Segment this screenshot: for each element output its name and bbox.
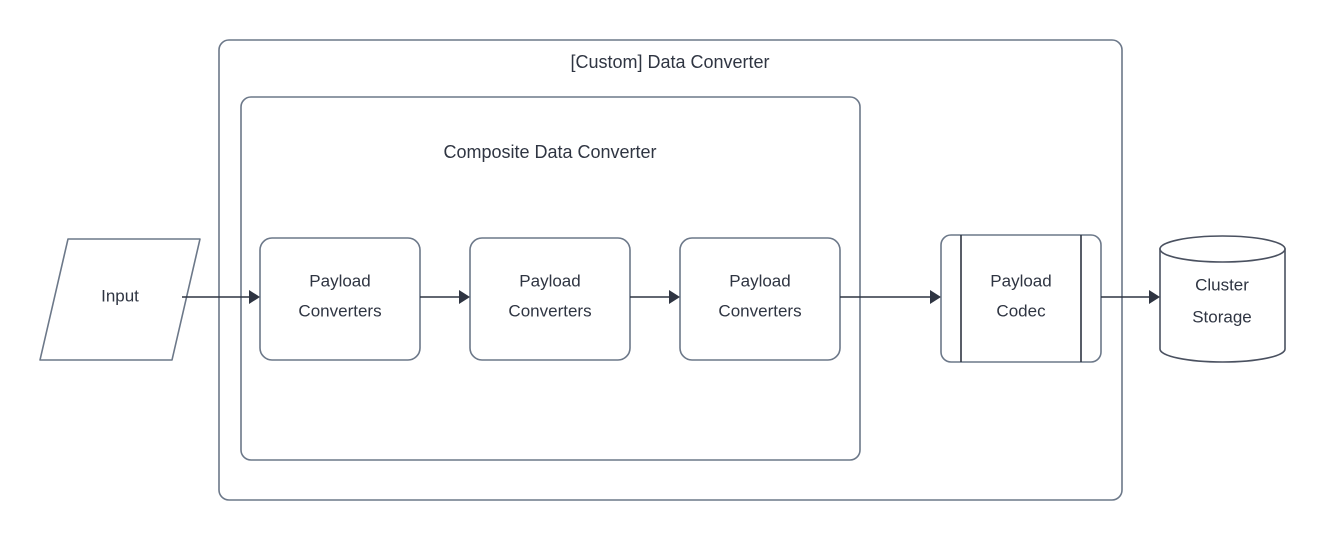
connector-codec-to-storage — [1101, 290, 1160, 304]
cluster-storage-cylinder-body — [1159, 248, 1286, 363]
arrow-head-icon — [459, 290, 470, 304]
payload-converters-3-label-line1: Payload — [729, 271, 790, 290]
arrow-head-icon — [249, 290, 260, 304]
connector-pc2-to-pc3 — [630, 290, 680, 304]
payload-codec-label-line2: Codec — [996, 301, 1046, 320]
payload-converters-3-label-line2: Converters — [718, 301, 801, 320]
connector-input-to-pc1 — [182, 290, 260, 304]
payload-converters-2-label-line2: Converters — [508, 301, 591, 320]
cluster-storage-cylinder-top — [1159, 235, 1286, 263]
connector-pc1-to-pc2 — [420, 290, 470, 304]
custom-data-converter-title: [Custom] Data Converter — [570, 52, 769, 72]
payload-converters-1-label-line2: Converters — [298, 301, 381, 320]
node-cluster-storage[interactable]: Cluster Storage — [1159, 235, 1286, 363]
cluster-storage-label-line2: Storage — [1192, 307, 1252, 326]
input-label: Input — [101, 286, 139, 305]
payload-converters-2-box — [469, 237, 631, 361]
connector-layer — [182, 290, 1160, 304]
payload-codec-label-line1: Payload — [990, 271, 1051, 290]
cluster-storage-label-line1: Cluster — [1195, 275, 1249, 294]
payload-converters-1-label-line1: Payload — [309, 271, 370, 290]
arrow-head-icon — [930, 290, 941, 304]
arrow-head-icon — [669, 290, 680, 304]
payload-codec-box — [940, 234, 1102, 363]
node-payload-converters-1[interactable]: Payload Converters — [259, 237, 421, 361]
node-payload-codec[interactable]: Payload Codec — [940, 234, 1102, 363]
payload-converters-1-box — [259, 237, 421, 361]
composite-data-converter-title: Composite Data Converter — [443, 142, 656, 162]
arrow-head-icon — [1149, 290, 1160, 304]
node-input[interactable]: Input — [39, 238, 201, 361]
input-parallelogram — [39, 238, 201, 361]
node-payload-converters-2[interactable]: Payload Converters — [469, 237, 631, 361]
connector-pc3-to-codec — [840, 290, 941, 304]
payload-converters-2-label-line1: Payload — [519, 271, 580, 290]
node-payload-converters-3[interactable]: Payload Converters — [679, 237, 841, 361]
payload-converters-3-box — [679, 237, 841, 361]
